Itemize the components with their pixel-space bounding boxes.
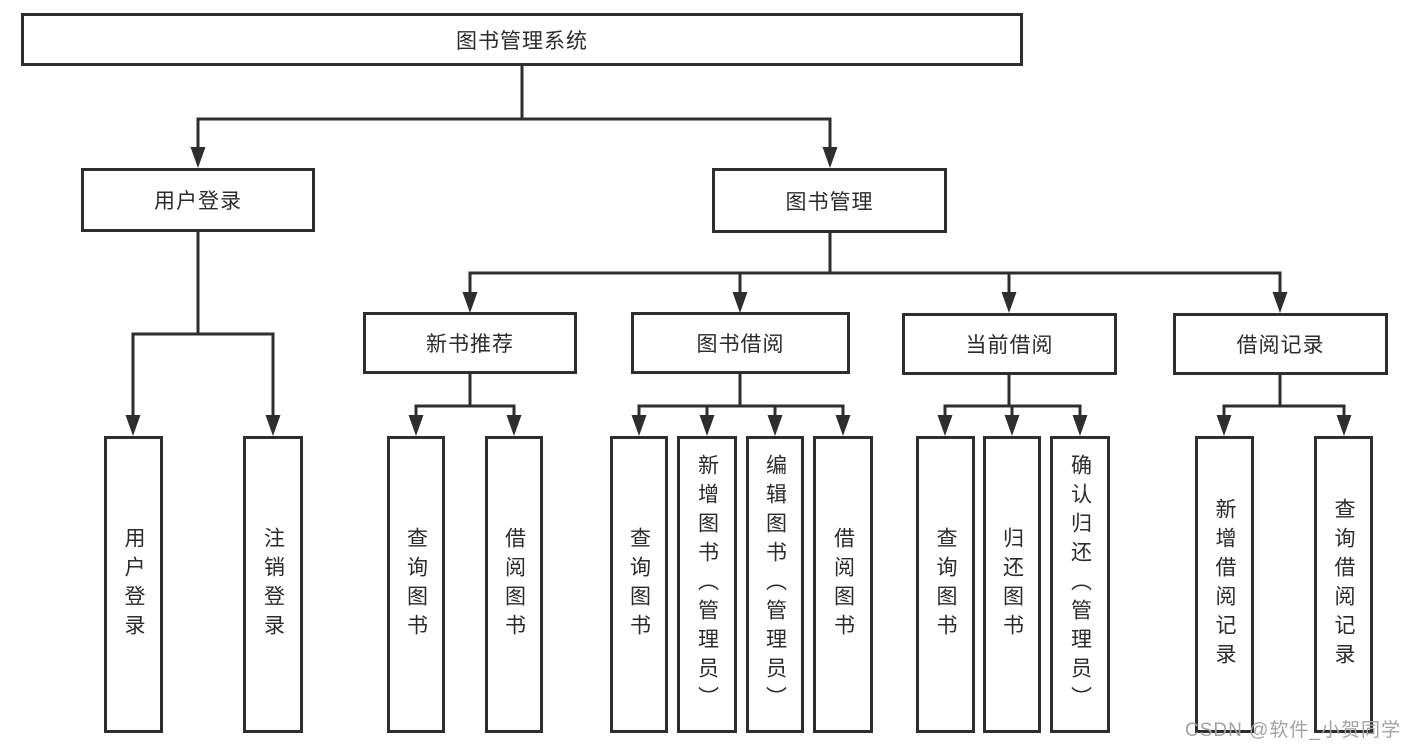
node-leaf-bw-edit: 编辑图书（管理员） <box>746 436 804 733</box>
node-leaf-logout-label: 注销登录 <box>261 526 285 643</box>
arrowhead-icon <box>408 415 424 436</box>
node-book-borrow-label: 图书借阅 <box>696 333 785 356</box>
connector-book-mgmt-branch <box>462 233 1288 313</box>
node-leaf-nb-borrow-label: 借阅图书 <box>502 526 526 643</box>
node-leaf-rec-query-label: 查询借阅记录 <box>1332 497 1355 672</box>
node-user-login: 用户登录 <box>81 168 315 232</box>
node-leaf-nb-query: 查询图书 <box>387 436 445 733</box>
node-leaf-rec-query: 查询借阅记录 <box>1314 436 1373 733</box>
node-root-label: 图书管理系统 <box>456 29 588 53</box>
arrowhead-icon <box>265 415 281 436</box>
csdn-watermark: CSDN @软件_小贺同学 <box>1185 720 1401 741</box>
connector-new-books-branch <box>408 374 522 436</box>
node-leaf-cur-return: 归还图书 <box>983 436 1041 733</box>
node-leaf-cur-confirm-label: 确认归还（管理员） <box>1068 454 1092 715</box>
node-current-borrow-label: 当前借阅 <box>965 334 1054 357</box>
node-leaf-nb-query-label: 查询图书 <box>404 526 428 643</box>
connector-root-to-level2 <box>190 66 838 168</box>
node-borrow-records: 借阅记录 <box>1173 313 1388 375</box>
node-leaf-cur-query-label: 查询图书 <box>934 526 957 643</box>
node-user-login-label: 用户登录 <box>154 190 242 213</box>
node-leaf-cur-return-label: 归还图书 <box>1000 526 1024 643</box>
node-leaf-rec-add-label: 新增借阅记录 <box>1213 497 1236 672</box>
node-root: 图书管理系统 <box>21 13 1023 66</box>
node-leaf-bw-edit-label: 编辑图书（管理员） <box>763 454 787 715</box>
node-book-borrow: 图书借阅 <box>631 312 850 374</box>
arrowhead-icon <box>1216 415 1232 436</box>
connector-book-borrow-branch <box>631 374 851 436</box>
node-leaf-cur-confirm: 确认归还（管理员） <box>1050 436 1110 733</box>
node-leaf-user-login-label: 用户登录 <box>122 526 145 643</box>
node-leaf-bw-add-label: 新增图书（管理员） <box>695 454 719 715</box>
arrowhead-icon <box>1336 415 1352 436</box>
arrowhead-icon <box>1072 415 1088 436</box>
arrowhead-icon <box>835 415 851 436</box>
node-leaf-logout: 注销登录 <box>243 436 303 733</box>
node-leaf-bw-add: 新增图书（管理员） <box>677 436 737 733</box>
connector-current-borrow-branch <box>937 375 1088 436</box>
node-book-mgmt-label: 图书管理 <box>785 190 874 214</box>
node-leaf-bw-borrow: 借阅图书 <box>813 436 873 733</box>
node-current-borrow: 当前借阅 <box>902 313 1117 375</box>
arrowhead-icon <box>462 292 478 313</box>
node-borrow-records-label: 借阅记录 <box>1236 334 1325 357</box>
node-book-mgmt: 图书管理 <box>712 168 947 233</box>
arrowhead-icon <box>125 415 141 436</box>
arrowhead-icon <box>190 147 206 168</box>
arrowhead-icon <box>822 147 838 168</box>
arrowhead-icon <box>1001 292 1017 313</box>
arrowhead-icon <box>506 415 522 436</box>
arrowhead-icon <box>631 415 647 436</box>
node-new-books: 新书推荐 <box>363 312 577 374</box>
node-leaf-user-login: 用户登录 <box>104 436 163 733</box>
node-leaf-rec-add: 新增借阅记录 <box>1195 436 1254 733</box>
node-new-books-label: 新书推荐 <box>426 333 514 356</box>
node-leaf-nb-borrow: 借阅图书 <box>485 436 543 733</box>
node-leaf-bw-query: 查询图书 <box>610 436 668 733</box>
arrowhead-icon <box>767 415 783 436</box>
arrowhead-icon <box>732 292 748 313</box>
node-leaf-bw-query-label: 查询图书 <box>627 526 651 643</box>
arrowhead-icon <box>937 415 953 436</box>
arrowhead-icon <box>699 415 715 436</box>
node-leaf-cur-query: 查询图书 <box>916 436 975 733</box>
connector-user-login-branch <box>125 232 281 436</box>
connector-borrow-records-branch <box>1216 375 1352 436</box>
arrowhead-icon <box>1004 415 1020 436</box>
node-leaf-bw-borrow-label: 借阅图书 <box>831 526 855 643</box>
arrowhead-icon <box>1272 292 1288 313</box>
